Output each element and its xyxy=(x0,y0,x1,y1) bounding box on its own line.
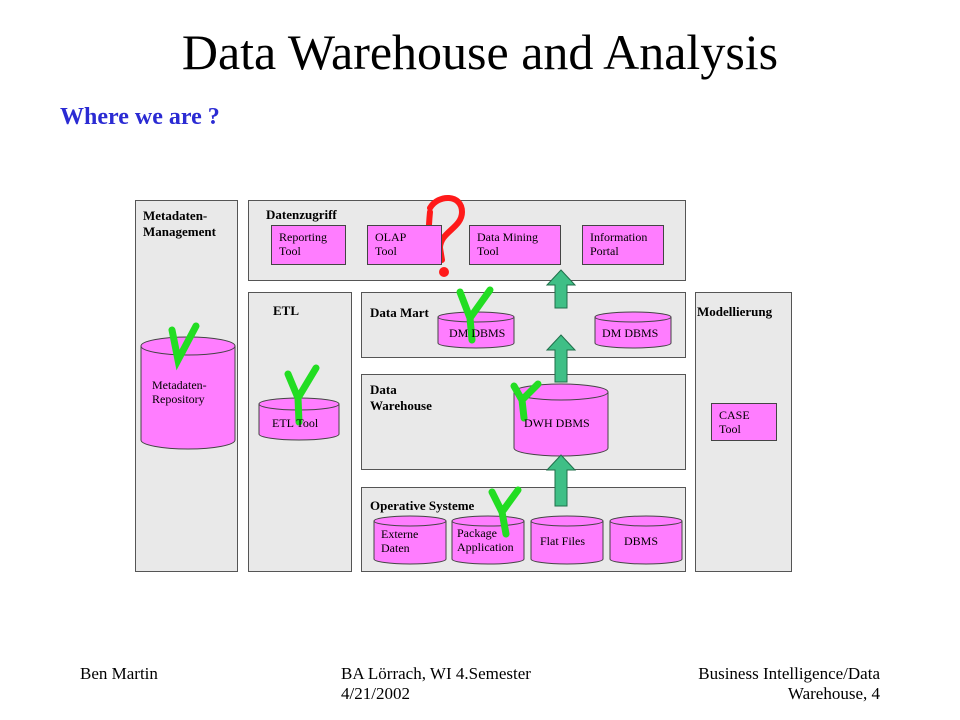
dm-dbms-label-2: DM DBMS xyxy=(602,326,659,340)
footer-course: BA Lörrach, WI 4.Semester 4/21/2002 xyxy=(341,664,531,703)
data-mining-tool-box: Data Mining Tool xyxy=(469,225,561,265)
slide-title: Data Warehouse and Analysis xyxy=(181,24,779,80)
check-mark-etl xyxy=(284,364,320,426)
externe-daten-cylinder xyxy=(373,515,447,565)
reporting-tool-box: Reporting Tool xyxy=(271,225,346,265)
dwh-dbms-label: DWH DBMS xyxy=(524,416,590,430)
metadata-repository-label: Metadaten- Repository xyxy=(152,378,207,406)
externe-daten-label: Externe Daten xyxy=(381,527,419,555)
case-tool-box: CASE Tool xyxy=(711,403,777,441)
information-portal-box: Information Portal xyxy=(582,225,664,265)
check-mark-datamart xyxy=(456,286,494,344)
dbms-label: DBMS xyxy=(624,534,659,548)
arrow-datamart-to-access xyxy=(545,269,577,309)
slide-subtitle: Where we are ? xyxy=(60,104,220,130)
footer-topic: Business Intelligence/Data Warehouse, 4 xyxy=(698,664,880,703)
flat-files-label: Flat Files xyxy=(540,534,586,548)
operative-panel-label: Operative Systeme xyxy=(370,498,475,513)
check-mark-operative xyxy=(488,486,522,538)
modellierung-panel-label: Modellierung xyxy=(697,304,773,319)
flat-files-cylinder xyxy=(530,515,604,565)
check-mark-metadata xyxy=(168,322,200,371)
package-application-label: Package Application xyxy=(457,526,514,554)
dwh-panel-label: Data Warehouse xyxy=(370,382,432,413)
dm-dbms-cylinder-1 xyxy=(437,311,515,349)
arrow-dwh-to-datamart xyxy=(545,334,577,383)
dm-dbms-label-1: DM DBMS xyxy=(449,326,506,340)
etl-tool-label: ETL Tool xyxy=(272,416,319,430)
dbms-cylinder xyxy=(609,515,683,565)
arrow-operative-to-dwh xyxy=(545,454,577,507)
datenzugriff-panel-label: Datenzugriff xyxy=(266,207,337,222)
dm-dbms-cylinder-2 xyxy=(594,311,672,349)
olap-tool-box: OLAP Tool xyxy=(367,225,442,265)
metadata-panel-label: Metadaten- Management xyxy=(143,208,216,239)
footer-author: Ben Martin xyxy=(80,664,158,683)
etl-panel-label: ETL xyxy=(273,303,300,318)
check-mark-dwh xyxy=(510,380,542,422)
datamart-panel-label: Data Mart xyxy=(370,305,429,320)
